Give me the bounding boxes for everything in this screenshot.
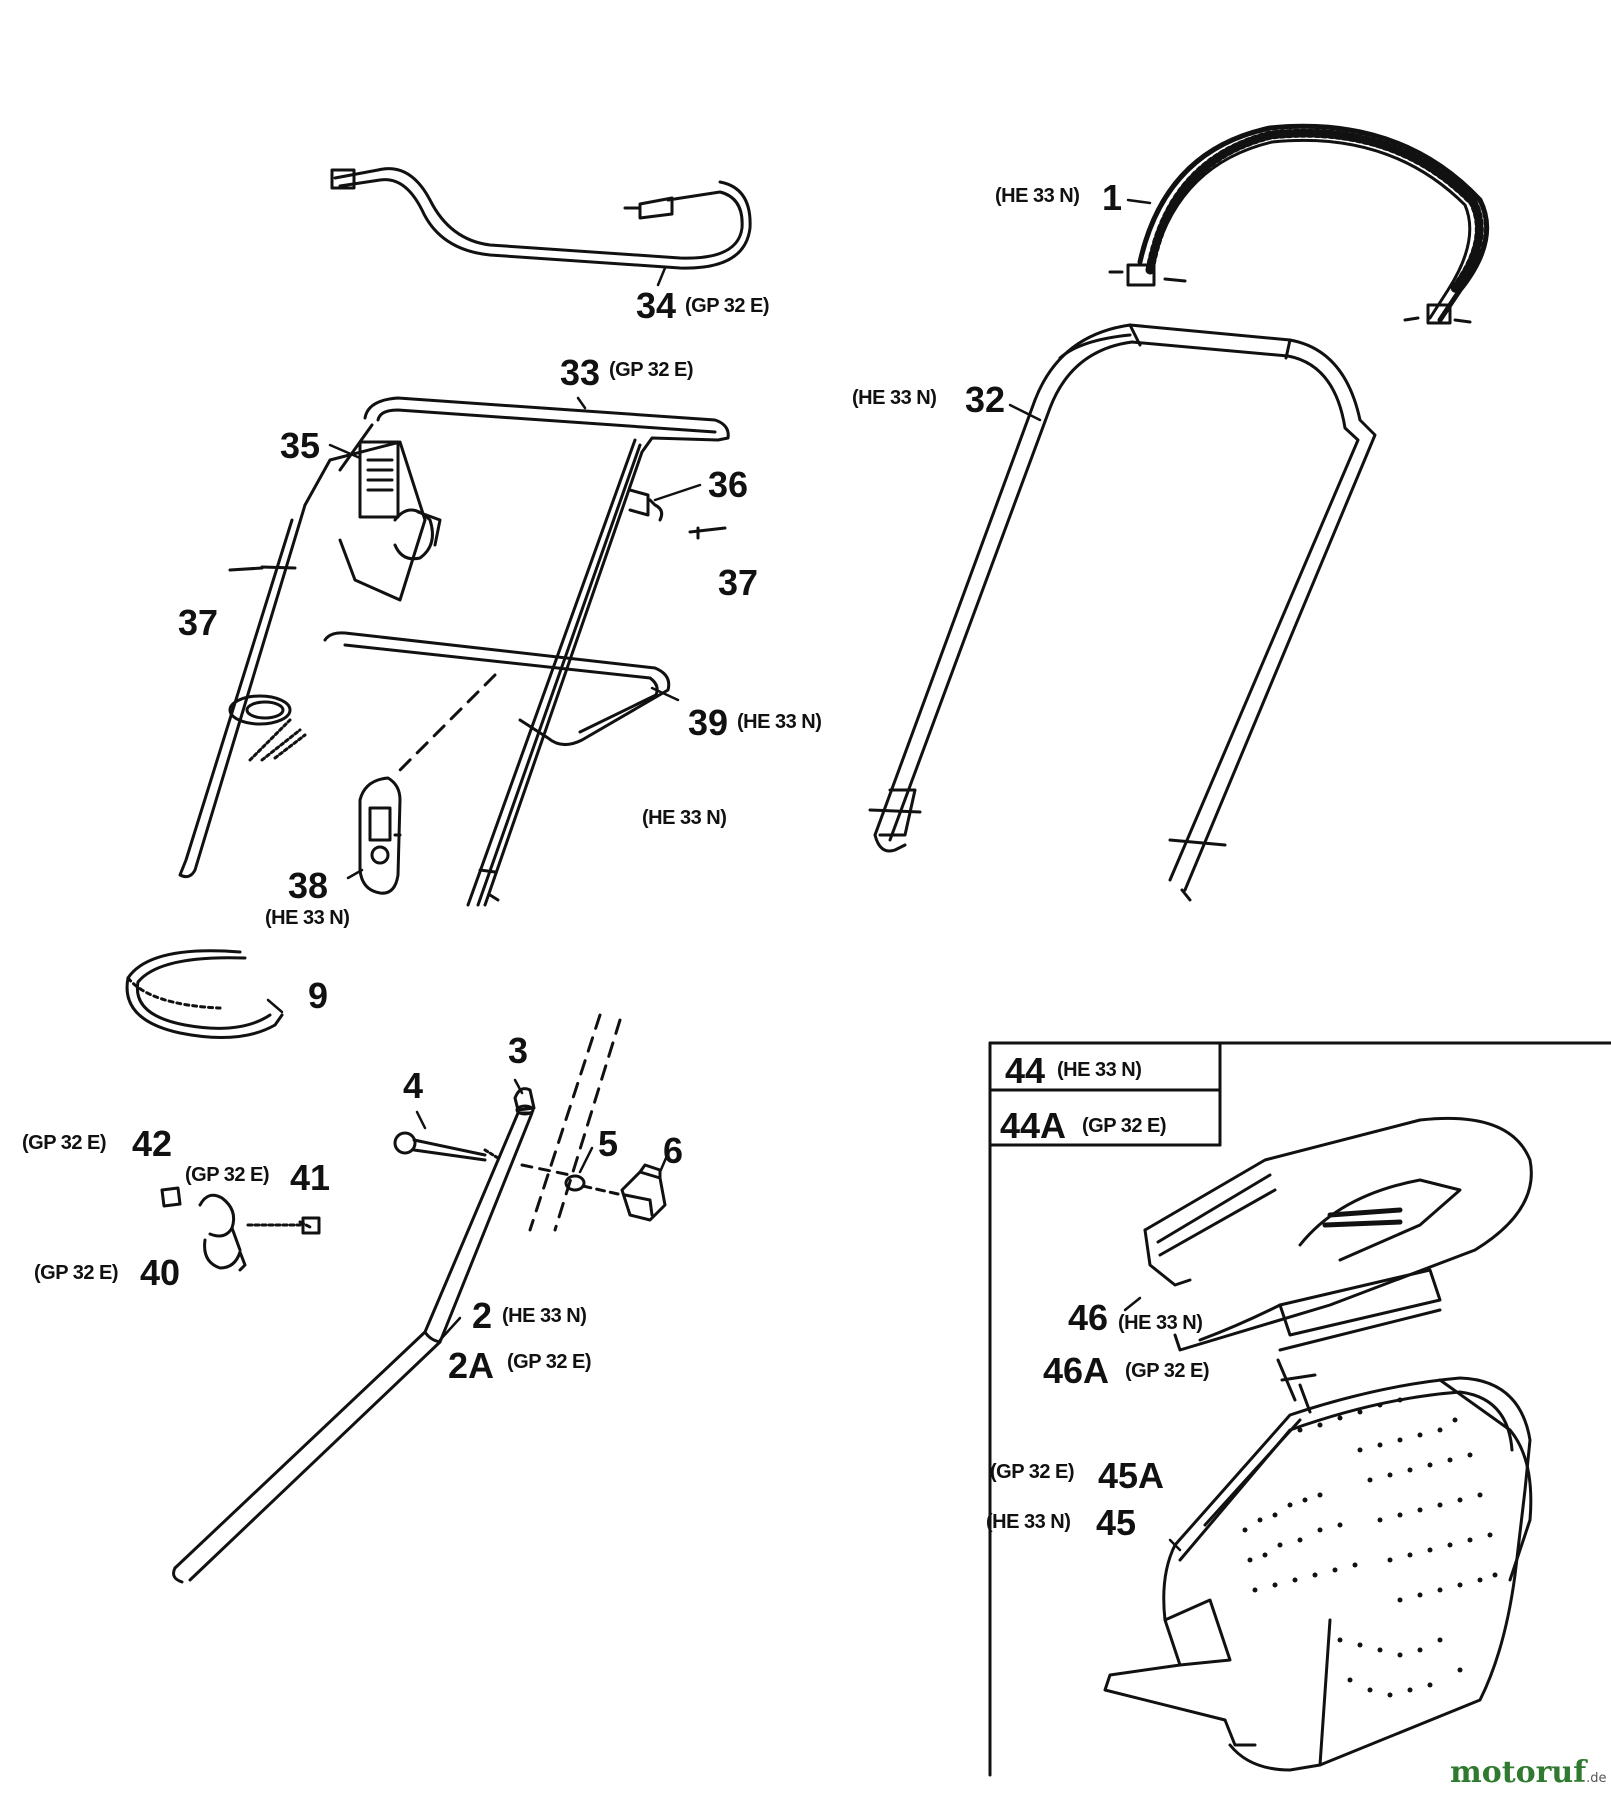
alignment-line (393, 673, 497, 777)
part-5-washer-drawing (564, 1174, 586, 1192)
part-6-number: 6 (663, 1130, 684, 1171)
part-3-number: 3 (508, 1030, 529, 1071)
part-5-number: 5 (598, 1123, 619, 1164)
part-1-model: (HE 33 N) (995, 185, 1080, 207)
part-2a-model: (GP 32 E) (507, 1351, 592, 1373)
part-40-model: (GP 32 E) (34, 1262, 119, 1284)
watermark-suffix: .de (1586, 1771, 1607, 1786)
part-2-model: (HE 33 N) (502, 1305, 587, 1327)
watermark: motoruf.de (1450, 1758, 1607, 1788)
part-41-model: (GP 32 E) (185, 1164, 270, 1186)
he33n-label: (HE 33 N) (642, 807, 727, 829)
part-3-cap-drawing (513, 1087, 536, 1112)
part-46a-number: 46A (1043, 1350, 1110, 1391)
part-44a-model: (GP 32 E) (1082, 1115, 1167, 1137)
part-45-basket-drawing (1103, 1376, 1533, 1772)
part-32-number: 32 (965, 379, 1006, 420)
part-45a-model: (GP 32 E) (990, 1461, 1075, 1483)
watermark-text: motoruf (1450, 1755, 1587, 1790)
part-33-handle-frame-drawing (178, 396, 730, 907)
part-40-41-42-clamp-drawing (160, 1186, 321, 1272)
part-37-number-left: 37 (178, 602, 219, 643)
part-36-number: 36 (708, 464, 749, 505)
part-44-number: 44 (1005, 1050, 1046, 1091)
part-44a-number: 44A (1000, 1105, 1067, 1146)
part-42-model: (GP 32 E) (22, 1132, 107, 1154)
basket-perforation-drawing (1242, 1397, 1498, 1698)
part-34-number: 34 (636, 285, 677, 326)
part-42-number: 42 (132, 1123, 173, 1164)
part-44-model: (HE 33 N) (1057, 1059, 1142, 1081)
part-1-number: 1 (1102, 177, 1123, 218)
part-46a-model: (GP 32 E) (1125, 1360, 1210, 1382)
part-6-knob-drawing (620, 1163, 667, 1222)
part-34-model: (GP 32 E) (685, 295, 770, 317)
part-46-lid-drawing (1143, 1116, 1533, 1414)
part-1-grip-drawing (1108, 123, 1490, 325)
part-32-upper-handle-drawing (868, 323, 1377, 902)
part-39-model: (HE 33 N) (737, 711, 822, 733)
part-45-model: (HE 33 N) (986, 1511, 1071, 1533)
part-32-model: (HE 33 N) (852, 387, 937, 409)
part-41-number: 41 (290, 1157, 331, 1198)
inset-frame-drawing (988, 1041, 1611, 1777)
part-9-number: 9 (308, 975, 329, 1016)
part-34-bar-drawing (330, 167, 752, 270)
part-46-number: 46 (1068, 1297, 1109, 1338)
part-46-model: (HE 33 N) (1118, 1312, 1203, 1334)
part-33-model: (GP 32 E) (609, 359, 694, 381)
part-45-number: 45 (1096, 1502, 1137, 1543)
part-2-number: 2 (472, 1295, 493, 1336)
part-39-number: 39 (688, 702, 729, 743)
part-37-number-right: 37 (718, 562, 759, 603)
part-33-number: 33 (560, 352, 601, 393)
part-38-number: 38 (288, 865, 329, 906)
guide-lines (528, 1013, 622, 1232)
leader-lines (266, 198, 1182, 1552)
part-45a-number: 45A (1098, 1455, 1165, 1496)
part-2a-number: 2A (448, 1345, 495, 1386)
part-38-model: (HE 33 N) (265, 907, 350, 929)
part-38-clip-drawing (358, 776, 402, 895)
part-40-number: 40 (140, 1252, 181, 1293)
part-4-number: 4 (403, 1065, 424, 1106)
part-9-strap-drawing (125, 949, 284, 1039)
part-4-bolt-drawing (393, 1131, 572, 1177)
part-35-number: 35 (280, 425, 321, 466)
